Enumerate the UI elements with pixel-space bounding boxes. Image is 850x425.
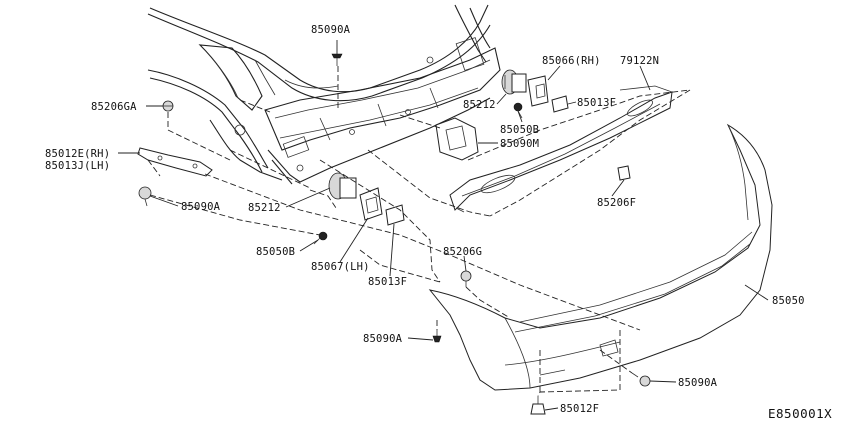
label-85206f: 85206F bbox=[597, 197, 636, 209]
label-85050: 85050 bbox=[772, 295, 805, 307]
sensor-85212-left bbox=[328, 172, 357, 200]
label-85090a-bottom: 85090A bbox=[363, 333, 403, 345]
label-79122n: 79122N bbox=[620, 55, 659, 67]
label-85090a-left: 85090A bbox=[181, 201, 221, 213]
bracket-85066-rh bbox=[527, 75, 549, 107]
label-85013f-left: 85013F bbox=[368, 276, 407, 288]
rear-body-structure bbox=[147, 4, 501, 185]
clip-85206g bbox=[460, 270, 472, 287]
assembly-dash-lines bbox=[147, 66, 691, 397]
bumper-reinforcement-79122n bbox=[449, 85, 673, 213]
label-85066-rh: 85066(RH) bbox=[542, 55, 601, 67]
label-85090a-right: 85090A bbox=[678, 377, 718, 389]
leader-lines bbox=[118, 40, 769, 411]
pad-85013f-right bbox=[551, 95, 569, 113]
label-85012e-rh: 85012E(RH) bbox=[45, 148, 110, 160]
screw-85050b-left bbox=[313, 231, 328, 245]
clip-85090a-left bbox=[138, 186, 152, 207]
label-85090a-top: 85090A bbox=[311, 24, 351, 36]
label-85090m: 85090M bbox=[500, 138, 539, 150]
label-85012f: 85012F bbox=[560, 403, 599, 415]
clip-85206f bbox=[617, 165, 631, 181]
label-85050b-left: 85050B bbox=[256, 246, 295, 258]
pad-85013f-left bbox=[385, 204, 405, 226]
bracket-85090m bbox=[435, 117, 479, 161]
label-85013j-lh: 85013J(LH) bbox=[45, 160, 110, 172]
clip-85090a-right bbox=[631, 372, 651, 387]
bracket-85012e-85013j bbox=[137, 147, 213, 177]
sensor-85212-right bbox=[501, 69, 527, 95]
label-85212-left: 85212 bbox=[248, 202, 281, 214]
label-85206g: 85206G bbox=[443, 246, 482, 258]
diagram-id: E850001X bbox=[768, 406, 832, 421]
fastener-85012f bbox=[530, 396, 546, 415]
clip-85206ga bbox=[162, 100, 174, 112]
part-labels: 85090A 85066(RH) 79122N 85206GA 85212 85… bbox=[45, 24, 805, 415]
label-85050b-right: 85050B bbox=[500, 124, 539, 136]
small-parts bbox=[137, 53, 651, 415]
label-85206ga: 85206GA bbox=[91, 101, 137, 113]
bracket-85067-lh bbox=[359, 187, 383, 221]
label-85067-lh: 85067(LH) bbox=[311, 261, 370, 273]
clip-85090a-bottom bbox=[432, 330, 442, 343]
clip-85090a-top bbox=[331, 53, 343, 66]
screw-85050b-right bbox=[513, 102, 523, 119]
label-85212-right: 85212 bbox=[463, 99, 496, 111]
bumper-fascia-85050 bbox=[428, 123, 773, 391]
label-85013f-right: 85013F bbox=[577, 97, 616, 109]
